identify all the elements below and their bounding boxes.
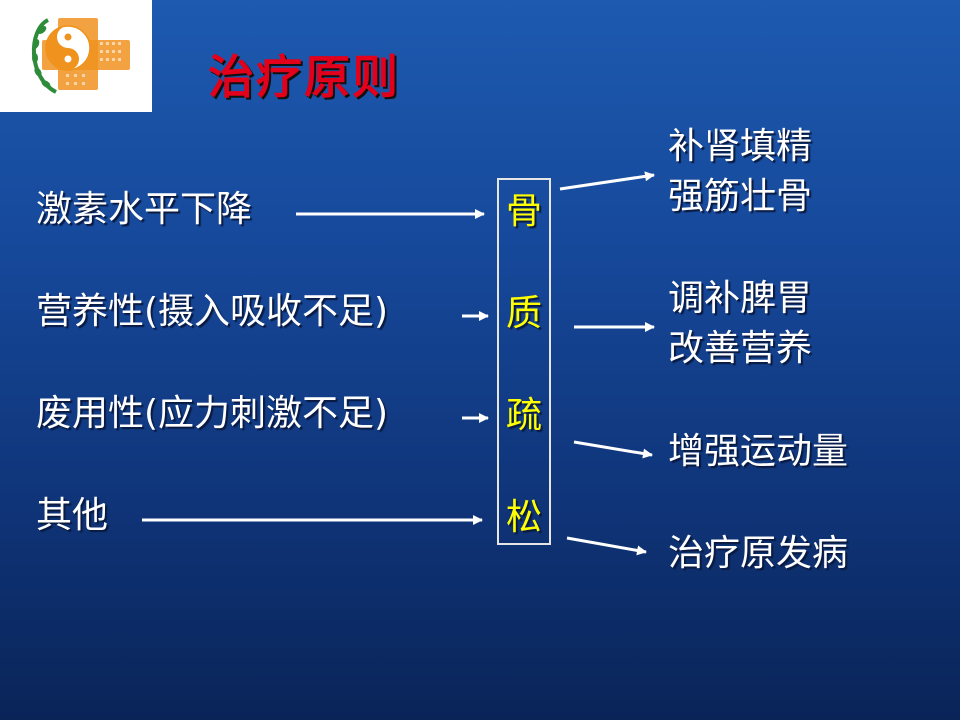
center-char-3: 疏 bbox=[506, 395, 543, 436]
arrow-result-3 bbox=[573, 440, 653, 459]
cause-disuse: 废用性(应力刺激不足) bbox=[36, 393, 389, 434]
result-3: 增强运动量 bbox=[668, 427, 848, 477]
result-1-line1: 补肾填精 bbox=[668, 126, 813, 167]
result-2-line2: 改善营养 bbox=[668, 328, 813, 369]
result-1-line2: 强筋壮骨 bbox=[668, 176, 813, 217]
result-2: 调补脾胃 改善营养 bbox=[668, 274, 812, 374]
logo bbox=[0, 0, 152, 112]
center-char-2: 质 bbox=[506, 293, 543, 334]
page-title: 治疗原则 bbox=[208, 50, 400, 104]
center-char-4: 松 bbox=[506, 497, 543, 538]
result-1: 补肾填精 强筋壮骨 bbox=[668, 122, 812, 222]
arrow-result-4 bbox=[566, 536, 647, 556]
result-2-line1: 调补脾胃 bbox=[668, 278, 813, 319]
cause-other: 其他 bbox=[36, 495, 109, 536]
cause-hormone: 激素水平下降 bbox=[36, 189, 253, 230]
result-3-line1: 增强运动量 bbox=[668, 431, 849, 472]
yin-yang-cross-logo-icon bbox=[31, 18, 130, 94]
center-char-1: 骨 bbox=[506, 191, 543, 232]
result-4: 治疗原发病 bbox=[668, 529, 848, 579]
osteoporosis-box bbox=[497, 178, 551, 545]
arrow-result-1 bbox=[559, 171, 655, 191]
result-4-line1: 治疗原发病 bbox=[668, 533, 849, 574]
cause-nutrition: 营养性(摄入吸收不足) bbox=[36, 291, 389, 332]
